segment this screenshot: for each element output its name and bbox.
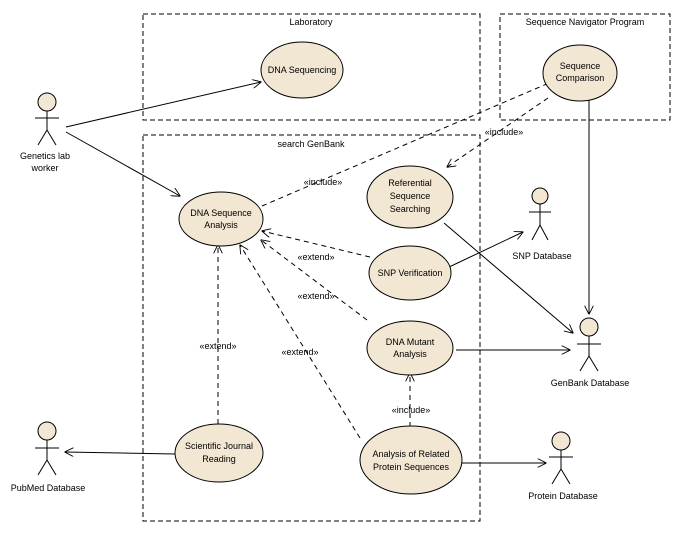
actor-label: PubMed Database <box>11 483 86 493</box>
stereotype-include-protein-mutant: «include» <box>392 405 431 415</box>
use-case-label: Analysis <box>393 349 427 359</box>
use-case-dna-mutant-analysis[interactable]: DNA Mutant Analysis <box>366 320 454 376</box>
dependencies <box>218 80 556 439</box>
use-case-snp-verification[interactable]: SNP Verification <box>368 245 452 301</box>
use-case-label: DNA Mutant <box>386 337 435 347</box>
use-case-label: DNA Sequencing <box>268 65 337 75</box>
container-laboratory-title: Laboratory <box>289 17 333 27</box>
use-case-label: Scientific Journal <box>185 441 253 451</box>
assoc-worker-dna-analysis <box>65 131 180 196</box>
container-sequence-navigator[interactable]: Sequence Navigator Program <box>499 13 671 121</box>
use-case-dna-sequence-analysis[interactable]: DNA Sequence Analysis <box>178 191 264 247</box>
use-case-label: Searching <box>390 204 431 214</box>
stereotype-labels: «include» «include» «extend» «extend» «e… <box>199 127 523 415</box>
dep-snp-extend-analysis <box>262 231 371 258</box>
stick-figure-icon <box>35 421 59 476</box>
actor-label: Genetics lab <box>20 151 70 161</box>
actor-snp-database[interactable]: SNP Database <box>512 187 572 261</box>
stereotype-extend-mutant: «extend» <box>297 291 334 301</box>
actor-label: SNP Database <box>512 251 571 261</box>
use-case-label: Protein Sequences <box>373 462 450 472</box>
assoc-referential-genbank <box>443 222 573 333</box>
actor-genetics-lab-worker[interactable]: Genetics lab worker <box>20 92 70 173</box>
use-case-referential-sequence-searching[interactable]: Referential Sequence Searching <box>366 165 454 229</box>
use-case-sequence-comparison[interactable]: Sequence Comparison <box>542 44 618 102</box>
container-sequence-navigator-title: Sequence Navigator Program <box>526 17 645 27</box>
use-case-label: Reading <box>202 454 236 464</box>
stereotype-extend-journal: «extend» <box>199 341 236 351</box>
use-case-label: DNA Sequence <box>190 208 252 218</box>
actor-label: Protein Database <box>528 491 598 501</box>
use-case-label: Analysis <box>204 220 238 230</box>
stereotype-include-comparison-referential: «include» <box>485 127 524 137</box>
assoc-worker-dna-sequencing <box>65 82 261 128</box>
container-search-genbank[interactable]: search GenBank <box>142 134 481 522</box>
stick-figure-icon <box>529 187 551 241</box>
actor-pubmed-database[interactable]: PubMed Database <box>11 421 86 493</box>
use-case-label: Comparison <box>556 73 605 83</box>
use-case-label: SNP Verification <box>378 268 443 278</box>
use-case-label: Analysis of Related <box>372 449 449 459</box>
actor-protein-database[interactable]: Protein Database <box>528 431 598 501</box>
dep-comparison-include-referential <box>447 97 549 167</box>
stereotype-extend-protein: «extend» <box>281 347 318 357</box>
dep-protein-extend-analysis <box>240 245 361 439</box>
use-case-dna-sequencing[interactable]: DNA Sequencing <box>260 41 344 99</box>
use-case-label: Sequence <box>560 61 601 71</box>
use-case-scientific-journal-reading[interactable]: Scientific Journal Reading <box>174 423 264 483</box>
assoc-snp-snpdb <box>446 232 523 269</box>
assoc-journal-pubmed <box>65 452 176 454</box>
use-case-label: Referential <box>388 178 432 188</box>
dep-mutant-extend-analysis <box>261 240 368 321</box>
stereotype-include-analysis-comparison: «include» <box>304 177 343 187</box>
actor-genbank-database[interactable]: GenBank Database <box>551 317 630 388</box>
use-case-label: Sequence <box>390 191 431 201</box>
stick-figure-icon <box>577 317 601 372</box>
stick-figure-icon <box>35 92 59 146</box>
container-laboratory[interactable]: Laboratory <box>142 13 481 121</box>
stereotype-extend-snp: «extend» <box>297 252 334 262</box>
container-search-genbank-title: search GenBank <box>277 139 345 149</box>
actor-label: worker <box>30 163 58 173</box>
associations <box>65 82 589 463</box>
use-case-analysis-related-protein[interactable]: Analysis of Related Protein Sequences <box>359 425 463 495</box>
actor-label: GenBank Database <box>551 378 630 388</box>
stick-figure-icon <box>549 431 573 485</box>
